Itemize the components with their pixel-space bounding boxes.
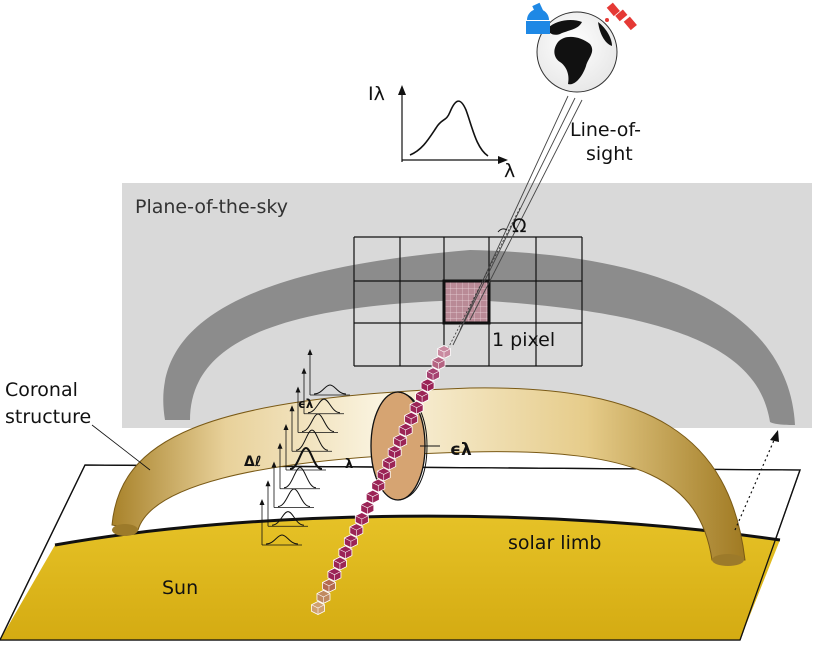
spectrum-curve	[313, 384, 347, 395]
spectrum-axes	[279, 446, 320, 490]
spectrum-curve	[307, 398, 341, 414]
spectrum-axes	[285, 428, 326, 471]
intensity-axis-label: Iλ	[368, 83, 385, 105]
local-spectra	[259, 349, 350, 546]
los-element-edge	[377, 470, 391, 481]
spectrum-axes	[291, 409, 332, 452]
los-element-edge	[409, 404, 424, 415]
delta-l-label: Δℓ	[244, 454, 261, 470]
los-element-edge	[382, 459, 396, 470]
omega-label: Ω	[512, 215, 527, 237]
spectrum-curve	[295, 429, 329, 451]
spectrum-curve	[271, 511, 305, 526]
earth-globe-icon	[536, 11, 618, 93]
one-pixel-label: 1 pixel	[492, 329, 555, 351]
spectrum-axes	[261, 503, 302, 546]
los-element-edge	[437, 348, 451, 359]
intensity-spectrum	[398, 85, 508, 164]
line-of-sight-label-1: Line-of-	[570, 119, 641, 141]
los-element-edge	[388, 448, 402, 459]
spectrum-axis-arrow	[307, 349, 313, 355]
spectrum-curve	[265, 534, 299, 545]
line-of-sight-label-2: sight	[586, 143, 633, 165]
sun-label: Sun	[162, 577, 198, 599]
solar-limb-label: solar limb	[508, 532, 601, 554]
los-element-edge	[316, 593, 331, 604]
coronal-arch	[111, 387, 746, 566]
spectrum-axis-arrow	[295, 386, 301, 393]
los-element-edge	[349, 526, 363, 537]
projection-arrow	[734, 430, 779, 531]
los-elements	[311, 345, 451, 615]
los-element-edge	[311, 604, 325, 615]
lambda-small-label: λ	[345, 457, 353, 472]
los-element-edge	[338, 548, 353, 559]
spectrum-axis-arrow	[283, 424, 289, 430]
los-element-edge	[327, 571, 342, 582]
spectrum-axes	[309, 353, 350, 396]
los-element-edge	[431, 359, 446, 370]
los-element-edge	[415, 393, 429, 404]
plane-of-sky-label: Plane-of-the-sky	[135, 196, 288, 218]
spectrum-axes	[297, 390, 338, 433]
spectrum-axis-arrow	[259, 499, 265, 505]
emissivity-small-label: ϵλ	[298, 397, 314, 411]
los-element-edge	[333, 559, 347, 570]
los-element-edge	[366, 493, 380, 504]
spectrum-axis-arrow	[271, 461, 277, 468]
lambda-axis-label: λ	[504, 160, 515, 182]
spectrum-curve	[283, 467, 317, 489]
spectrum-axes	[303, 371, 344, 415]
coronal-structure-label-1: Coronal	[5, 379, 78, 401]
los-element-edge	[355, 515, 369, 526]
los-element-edge	[399, 426, 413, 437]
los-element-edge	[393, 437, 407, 448]
spectrum-curve	[289, 446, 323, 470]
sun-surface	[0, 464, 801, 641]
los-element-edge	[404, 415, 418, 426]
los-element-edge	[322, 582, 336, 593]
coronal-leader-line	[91, 424, 151, 471]
los-element-edge	[420, 381, 435, 392]
los-element-edge	[344, 537, 358, 548]
los-element-edge	[360, 504, 374, 515]
projected-arch	[163, 250, 795, 425]
emissivity-label: ϵλ	[450, 440, 472, 460]
spectrum-axis-arrow	[289, 405, 295, 412]
spectrum-axes	[267, 484, 308, 527]
spectrum-axis-arrow	[301, 367, 307, 374]
spectrum-axes	[273, 465, 314, 508]
spectrum-axis-arrow	[265, 480, 271, 487]
coronal-structure-label-2: structure	[5, 406, 91, 428]
spectrum-axis-arrow	[277, 442, 283, 449]
los-element-edge	[371, 482, 385, 493]
satellite-icon	[605, 2, 637, 31]
los-element-edge	[426, 370, 440, 381]
observatory-icon	[526, 2, 550, 34]
